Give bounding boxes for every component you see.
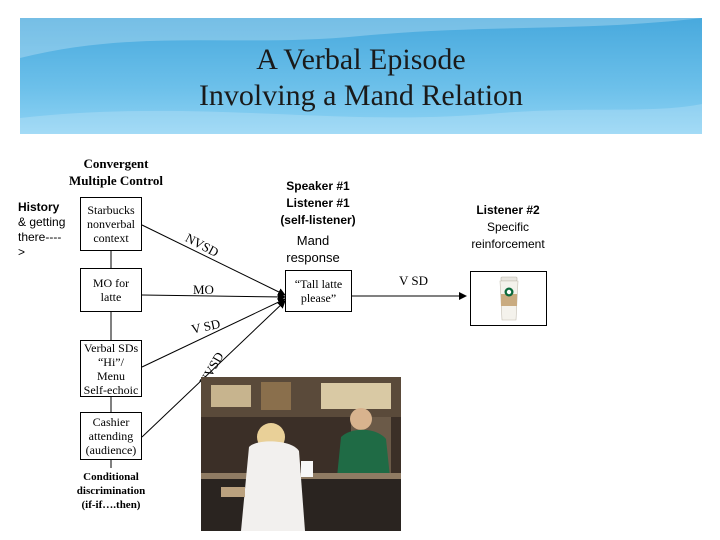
cafe-scene-image <box>201 377 401 531</box>
vsd-right-text: V SD <box>399 273 429 288</box>
speaker-line-2: Listener #1 <box>286 196 350 210</box>
cashier-box: Cashier attending (audience) <box>80 412 142 460</box>
listener2-line-1: Specific <box>486 220 530 234</box>
cafe-scene-illustration <box>201 377 401 531</box>
mo-arrow-text: MO <box>193 282 214 297</box>
reinforcement-box <box>470 271 547 326</box>
speaker-line-3: (self-listener) <box>280 213 356 227</box>
conditional-line-3: (if-if….then) <box>81 499 141 511</box>
mo-box: MO for latte <box>80 268 142 312</box>
vsd-right-label: V SD <box>399 273 428 289</box>
history-label: History & getting there---- > <box>18 200 80 260</box>
context-line-1: Starbucks <box>87 203 135 217</box>
mo-line-1: MO for <box>92 276 130 290</box>
arrow-verbal-to-response <box>141 298 286 368</box>
cashier-line-3: (audience) <box>85 443 137 457</box>
title-line-1: A Verbal Episode <box>256 43 466 76</box>
conditional-label: Conditional discrimination (if-if….then) <box>66 470 156 512</box>
listener2-label: Listener #2 Specific reinforcement <box>460 202 556 253</box>
speaker-label: Speaker #1 Listener #1 (self-listener) <box>258 178 378 229</box>
listener2-title: Listener #2 <box>476 203 540 217</box>
title-banner <box>20 18 702 134</box>
utterance-line-1: “Tall latte <box>294 277 343 291</box>
context-line-2: nonverbal <box>87 217 135 231</box>
mand-response-line-1: Mand <box>296 233 330 248</box>
verbal-sd-line-1: Verbal SDs <box>83 340 139 355</box>
convergent-line-2: Multiple Control <box>68 173 163 188</box>
arrow-mo-to-response <box>141 292 286 301</box>
cashier-line-2: attending <box>88 429 134 443</box>
cashier-line-1: Cashier <box>92 415 130 429</box>
conditional-line-1: Conditional <box>83 471 139 483</box>
verbal-sd-line-2: “Hi”/ <box>97 354 124 369</box>
verbal-sd-line-4: Self-echoic <box>83 382 139 397</box>
utterance-line-2: please” <box>300 291 337 305</box>
arrow-cashier-to-response <box>141 300 286 438</box>
title-line-2: Involving a Mand Relation <box>198 79 524 112</box>
context-box: Starbucks nonverbal context <box>80 197 142 251</box>
wave-decoration <box>20 18 702 134</box>
utterance-box: “Tall latte please” <box>285 270 352 312</box>
arrow-context-to-response <box>141 224 286 296</box>
convergent-line-1: Convergent <box>83 156 149 171</box>
history-line-3: there---- <box>18 230 62 244</box>
verbal-sd-line-3: Menu <box>96 368 125 383</box>
mo-line-2: latte <box>100 290 122 304</box>
history-line-2: & getting <box>18 215 66 229</box>
slide-title: A Verbal Episode Involving a Mand Relati… <box>20 42 702 114</box>
verbal-sd-box: Verbal SDs “Hi”/ Menu Self-echoic <box>80 340 142 397</box>
mand-response-label: Mand response <box>268 232 358 266</box>
context-line-3: context <box>93 231 129 245</box>
mand-response-line-2: response <box>286 250 340 265</box>
listener2-line-2: reinforcement <box>471 237 545 251</box>
mo-arrow-label: MO <box>193 282 214 298</box>
convergent-label: Convergent Multiple Control <box>56 155 176 189</box>
history-line-1: History <box>18 200 60 214</box>
conditional-line-2: discrimination <box>76 485 146 497</box>
speaker-line-1: Speaker #1 <box>286 179 350 193</box>
history-line-4: > <box>18 245 26 259</box>
latte-cup-icon <box>499 276 519 321</box>
